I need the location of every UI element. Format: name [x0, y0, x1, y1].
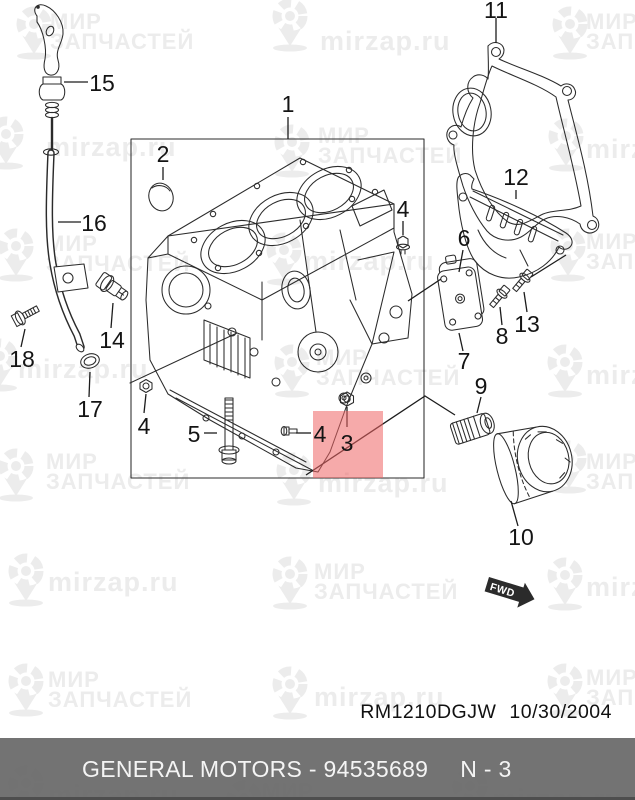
callout-9: 9 — [475, 373, 488, 399]
callout-18: 18 — [9, 346, 35, 372]
oil-filter-drawing — [493, 425, 573, 505]
watermark-url-text: mirzap.ru — [586, 134, 635, 164]
brand-pin-gear-icon — [544, 116, 588, 172]
footer-bar: GENERAL MOTORS - 94535689 N - 3 — [0, 738, 635, 800]
watermark-url-text: mirzap.ru — [314, 682, 445, 712]
callout-12: 12 — [503, 164, 529, 190]
callout-4-highlight: 4 — [314, 421, 327, 447]
plate-code: RM1210DGJW — [360, 701, 497, 723]
brand-pin-gear-icon — [12, 4, 56, 60]
callout-11: 11 — [484, 0, 508, 23]
callout-5: 5 — [188, 421, 201, 447]
sensor-drawing — [95, 272, 129, 301]
brand-pin-gear-icon — [0, 226, 38, 282]
brand-pin-gear-icon — [4, 661, 48, 717]
gasket-11-drawing — [446, 41, 600, 241]
brand-pin-gear-icon — [4, 551, 48, 607]
adapter-drawing — [449, 412, 495, 445]
brand-pin-gear-icon — [0, 336, 22, 392]
watermark-url-text: mirzap.ru — [586, 572, 635, 602]
callout-13: 13 — [514, 311, 540, 337]
brand-pin-gear-icon — [268, 0, 312, 52]
brand-pin-gear-icon — [270, 122, 314, 178]
watermark-url-text: mirzap.ru — [18, 354, 149, 384]
callout-17: 17 — [77, 396, 103, 422]
callout-15: 15 — [89, 70, 115, 96]
fwd-arrow: FWD — [484, 577, 535, 608]
brand-pin-gear-icon — [268, 664, 312, 720]
brand-pin-gear-icon — [0, 114, 28, 170]
diagram-plate-info: RM1210DGJW 10/30/2004 — [360, 701, 612, 724]
brand-pin-gear-icon — [543, 661, 587, 717]
callout-8: 8 — [496, 323, 509, 349]
fwd-arrow-label: FWD — [488, 581, 516, 600]
plate-date: 10/30/2004 — [509, 701, 612, 723]
diagram-frame — [130, 138, 425, 479]
callout-7: 7 — [458, 348, 471, 374]
fwd-arrow-icon — [484, 577, 535, 608]
brand-pin-gear-icon — [0, 446, 38, 502]
dipstick-drawing — [34, 4, 100, 369]
plug-drawing — [148, 182, 174, 212]
footer-part-title: GENERAL MOTORS - 94535689 — [82, 755, 429, 782]
callout-16: 16 — [81, 210, 107, 236]
highlight-box — [313, 411, 383, 478]
callout-4-right: 4 — [397, 196, 410, 222]
watermark-url-text: mirzap.ru — [46, 132, 177, 162]
brand-pin-gear-icon — [548, 4, 592, 60]
watermark-url-text: mirzap.ru — [320, 26, 451, 56]
callout-10: 10 — [508, 524, 534, 550]
brand-pin-gear-icon — [543, 555, 587, 611]
engine-block-drawing — [129, 157, 413, 473]
cover-plates-drawing — [437, 254, 485, 331]
watermark-url-text: mirzap.ru — [304, 246, 435, 276]
brand-pin-gear-icon — [543, 342, 587, 398]
fasteners-drawing — [10, 235, 534, 465]
callout-3: 3 — [341, 430, 354, 456]
callout-2: 2 — [157, 141, 170, 167]
callout-1: 1 — [282, 91, 295, 117]
brand-pin-gear-icon — [270, 342, 314, 398]
brand-pin-gear-icon — [546, 226, 590, 282]
brand-pin-gear-icon — [268, 554, 312, 610]
watermark-url-text: mirzap.ru — [586, 360, 635, 390]
callout-14: 14 — [99, 327, 125, 353]
callout-6: 6 — [458, 225, 471, 251]
watermark-url-text: mirzap.ru — [48, 567, 179, 597]
callout-4-left: 4 — [138, 413, 151, 439]
footer-page-ref: N - 3 — [460, 755, 512, 782]
gasket-12-drawing — [456, 173, 573, 279]
